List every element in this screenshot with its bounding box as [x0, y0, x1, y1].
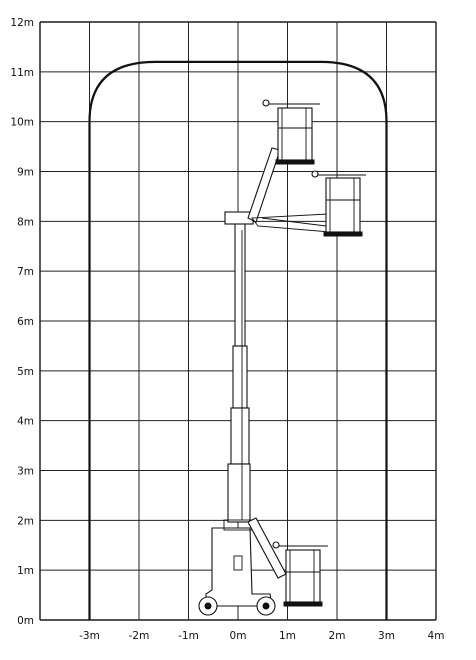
x-tick-label: 4m: [428, 630, 445, 642]
platform-raised: [262, 99, 320, 165]
x-tick-label: -3m: [79, 630, 100, 642]
mast-section-base: [227, 463, 251, 523]
mast-section-3: [230, 407, 250, 465]
jib-arm-horizontal: [251, 213, 331, 233]
lower-jib-arm: [247, 517, 287, 579]
y-tick-label: 3m: [17, 466, 34, 478]
y-tick-label: 10m: [10, 117, 34, 129]
mast-section-top: [234, 217, 246, 347]
mast-section-2: [232, 345, 248, 409]
x-tick-label: 0m: [230, 630, 247, 642]
y-tick-label: 1m: [17, 565, 34, 577]
x-axis-tick-labels: -3m -2m -1m 0m 1m 2m 3m 4m: [79, 630, 444, 642]
y-tick-label: 12m: [10, 17, 34, 29]
aerial-work-platform: [198, 99, 366, 616]
x-tick-label: 2m: [329, 630, 346, 642]
y-tick-label: 5m: [17, 366, 34, 378]
x-tick-label: 1m: [279, 630, 296, 642]
x-tick-label: -1m: [178, 630, 199, 642]
y-tick-label: 0m: [17, 615, 34, 627]
y-tick-label: 4m: [17, 416, 34, 428]
platform-extended: [311, 170, 366, 237]
y-tick-label: 9m: [17, 167, 34, 179]
y-axis-tick-labels: 0m 1m 2m 3m 4m 5m 6m 7m 8m 9m 10m 11m 12m: [10, 17, 34, 627]
y-tick-label: 11m: [10, 67, 34, 79]
jib-arm-raised: [247, 147, 281, 223]
platform-stowed: [272, 541, 328, 607]
working-envelope: [88, 60, 388, 620]
x-tick-label: -2m: [129, 630, 150, 642]
jib-arm-horizontal-hatch: [261, 217, 327, 227]
x-tick-label: 3m: [378, 630, 395, 642]
y-tick-label: 6m: [17, 316, 34, 328]
y-tick-label: 8m: [17, 216, 34, 228]
chassis-panel: [233, 555, 243, 571]
working-envelope-layer: [88, 60, 388, 620]
y-tick-label: 7m: [17, 266, 34, 278]
y-tick-label: 2m: [17, 515, 34, 527]
